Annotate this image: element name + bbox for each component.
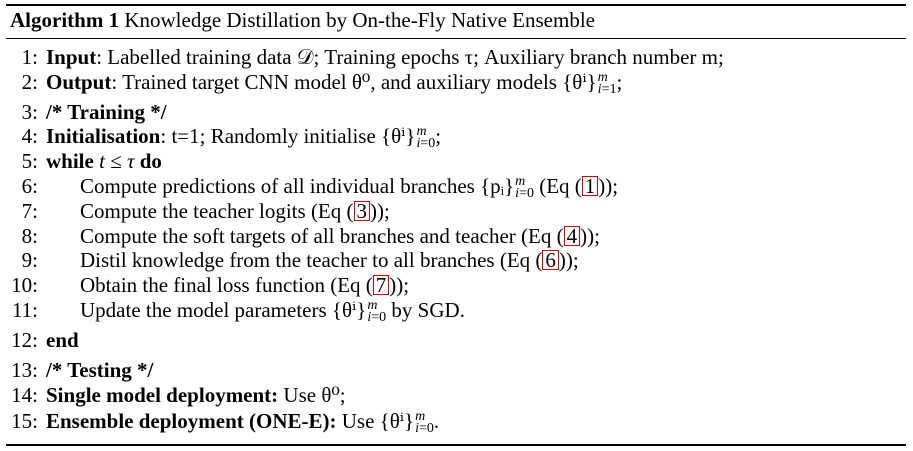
top-rule — [6, 4, 906, 6]
line-number: 15: — [11, 409, 38, 433]
algorithm-line-6: 6: Compute predictions of all individual … — [0, 174, 618, 202]
section-comment: /* Training */ — [46, 100, 167, 124]
line-number: 13: — [11, 358, 38, 382]
equation-ref-link[interactable]: 7 — [372, 275, 390, 296]
algorithm-line-4: 4: Initialisation: t=1; Randomly initiali… — [0, 124, 441, 152]
caption-rule — [6, 38, 906, 39]
line-text: Use {θⁱ} — [336, 409, 415, 433]
algorithm-line-14: 14: Single model deployment: Use θ⁰; — [0, 383, 346, 408]
keyword-do: do — [139, 149, 162, 173]
algorithm-line-2: 2: Output: Trained target CNN model θ⁰, a… — [0, 70, 623, 98]
algorithm-line-7: 7:Compute the teacher logits (Eq (3)); — [0, 199, 390, 224]
line-number: 7: — [21, 199, 38, 223]
keyword: Input — [46, 45, 97, 69]
algorithm-line-9: 9: Distil knowledge from the teacher to a… — [0, 248, 579, 273]
algorithm-line-3: 3: /* Training */ — [0, 100, 167, 125]
line-text: Compute the soft targets of all branches… — [80, 224, 564, 248]
line-text: Distil knowledge from the teacher to all… — [80, 248, 543, 272]
line-number: 12: — [11, 328, 38, 352]
keyword-end: end — [46, 328, 79, 352]
line-text: Update the model parameters {θⁱ} — [80, 298, 367, 322]
algorithm-line-8: 8: Compute the soft targets of all branch… — [0, 224, 600, 249]
line-number: 2: — [21, 70, 38, 94]
keyword: Single model deployment: — [46, 383, 279, 407]
line-text: : Trained target CNN model θ⁰, and auxil… — [111, 70, 597, 94]
line-number: 14: — [11, 383, 38, 407]
section-comment: /* Testing */ — [46, 358, 154, 382]
line-number: 10: — [11, 273, 38, 297]
algorithm-title: Knowledge Distillation by On-the-Fly Nat… — [124, 8, 595, 32]
algorithm-label: Algorithm 1 — [10, 8, 120, 32]
line-text: Compute predictions of all individual br… — [80, 174, 515, 198]
line-text: Obtain the final loss function (Eq ( — [80, 273, 373, 297]
line-number: 9: — [21, 248, 38, 272]
line-number: 6: — [21, 174, 38, 198]
equation-ref-link[interactable]: 4 — [563, 226, 581, 247]
line-text: Use θ⁰; — [278, 383, 346, 407]
bottom-rule — [6, 444, 906, 446]
line-number: 11: — [11, 298, 38, 322]
algorithm-line-12: 12: end — [0, 328, 79, 353]
algorithm-line-10: 10: Obtain the final loss function (Eq (7… — [0, 273, 409, 298]
loop-condition: t ≤ τ — [99, 149, 135, 173]
keyword: Initialisation — [46, 124, 161, 148]
keyword-while: while — [46, 149, 94, 173]
line-number: 4: — [21, 124, 38, 148]
line-text: : Labelled training data 𝒟; Training epo… — [96, 45, 724, 69]
line-number: 8: — [21, 224, 38, 248]
line-number: 5: — [21, 149, 38, 173]
algorithm-line-1: 1: Input: Labelled training data 𝒟; Train… — [0, 45, 724, 70]
keyword: Output — [46, 70, 112, 94]
line-number: 3: — [21, 100, 38, 124]
equation-ref-link[interactable]: 6 — [542, 250, 559, 271]
line-text: : t=1; Randomly initialise {θⁱ} — [160, 124, 416, 148]
line-text: Compute the teacher logits (Eq ( — [80, 199, 354, 223]
keyword: Ensemble deployment (ONE-E): — [46, 409, 337, 433]
algorithm-line-15: 15: Ensemble deployment (ONE-E): Use {θⁱ}… — [0, 409, 439, 437]
algorithm-line-13: 13: /* Testing */ — [0, 358, 153, 383]
line-number: 1: — [21, 45, 38, 69]
equation-ref-link[interactable]: 3 — [353, 201, 371, 222]
algorithm-line-5: 5: while t ≤ τ do — [0, 149, 162, 174]
equation-ref-link[interactable]: 1 — [581, 176, 599, 197]
algorithm-caption: Algorithm 1 Knowledge Distillation by On… — [10, 8, 595, 33]
